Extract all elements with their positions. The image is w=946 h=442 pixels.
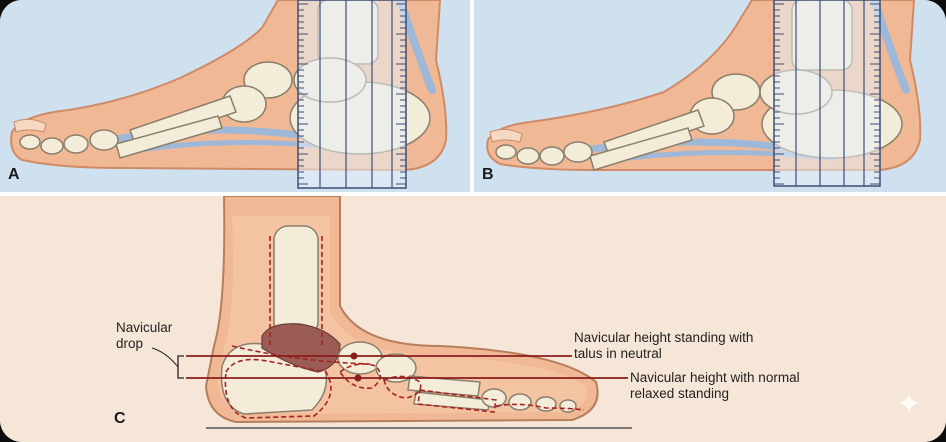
foot-illustration-a [10, 0, 448, 189]
panel-a: A [0, 0, 470, 192]
navicular-drop-label: Navicular drop [116, 320, 173, 351]
panel-label-b: B [482, 166, 494, 183]
navicular-point-relaxed [354, 374, 362, 382]
foot-diagram-c [151, 196, 632, 429]
foot-illustration-b [486, 0, 922, 187]
panel-label-c: C [114, 410, 126, 427]
panel-c: Navicular drop Navicular height standing… [0, 196, 946, 442]
ruler-b [773, 0, 881, 187]
navicular-point-neutral [350, 352, 358, 360]
panel-label-a: A [8, 166, 20, 183]
height-neutral-label: Navicular height standing with talus in … [574, 330, 754, 361]
drop-leader [151, 347, 179, 368]
panel-b: B [474, 0, 946, 192]
ruler-a [297, 0, 407, 189]
height-relaxed-label: Navicular height with normal relaxed sta… [630, 370, 800, 401]
sparkle-icon [899, 393, 919, 413]
drop-bracket [177, 355, 184, 379]
